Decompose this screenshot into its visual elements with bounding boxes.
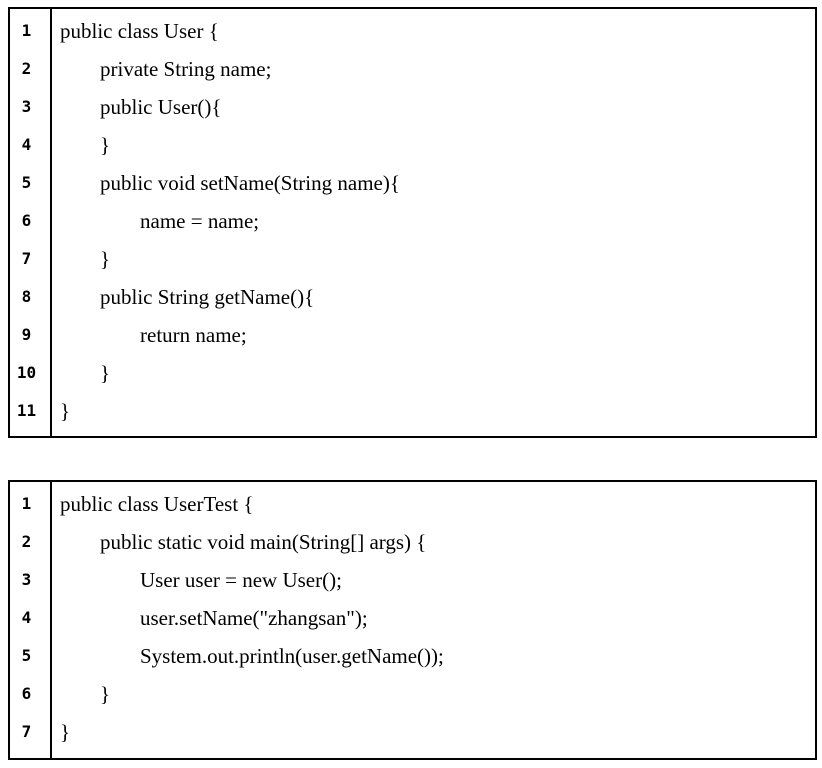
code-column: public class UserTest { public static voi… <box>52 482 815 758</box>
line-number: 3 <box>21 570 32 589</box>
code-listing-usertest-class: 1 2 3 4 5 6 7 public class UserTest { public st… <box>8 480 817 760</box>
line-number: 5 <box>21 173 32 192</box>
code-column: public class User { private String name; p… <box>52 9 815 436</box>
line-number: 11 <box>16 401 37 420</box>
line-number-gutter: 1 2 3 4 5 6 7 <box>10 482 52 758</box>
line-number: 4 <box>21 135 32 154</box>
code-line: public class UserTest { <box>60 492 254 516</box>
code-line: public void setName(String name){ <box>100 171 400 195</box>
code-line: } <box>100 133 111 157</box>
line-number: 8 <box>21 287 32 306</box>
line-number: 2 <box>21 532 32 551</box>
code-line: } <box>60 399 71 423</box>
line-number: 7 <box>21 722 32 741</box>
code-line: User user = new User(); <box>140 568 342 592</box>
line-number: 4 <box>21 608 32 627</box>
code-line: user.setName("zhangsan"); <box>140 606 368 630</box>
code-line: } <box>60 720 71 744</box>
code-line: System.out.println(user.getName()); <box>140 644 444 668</box>
code-line: } <box>100 682 111 706</box>
line-number: 1 <box>21 494 32 513</box>
code-listing-user-class: 1 2 3 4 5 6 7 8 9 10 11 public class User { private… <box>8 7 817 438</box>
code-line: public User(){ <box>100 95 222 119</box>
line-number: 10 <box>16 363 37 382</box>
code-line: } <box>100 247 111 271</box>
code-line: public String getName(){ <box>100 285 315 309</box>
code-line: name = name; <box>140 209 260 233</box>
code-line: public static void main(String[] args) { <box>100 530 427 554</box>
line-number: 6 <box>21 211 32 230</box>
line-number: 7 <box>21 249 32 268</box>
line-number: 3 <box>21 97 32 116</box>
line-number: 5 <box>21 646 32 665</box>
line-number: 6 <box>21 684 32 703</box>
line-number: 9 <box>21 325 32 344</box>
line-number: 1 <box>21 21 32 40</box>
code-line: } <box>100 361 111 385</box>
line-number-gutter: 1 2 3 4 5 6 7 8 9 10 11 <box>10 9 52 436</box>
code-line: private String name; <box>100 57 272 81</box>
line-number: 2 <box>21 59 32 78</box>
code-line: return name; <box>140 323 247 347</box>
code-line: public class User { <box>60 19 219 43</box>
